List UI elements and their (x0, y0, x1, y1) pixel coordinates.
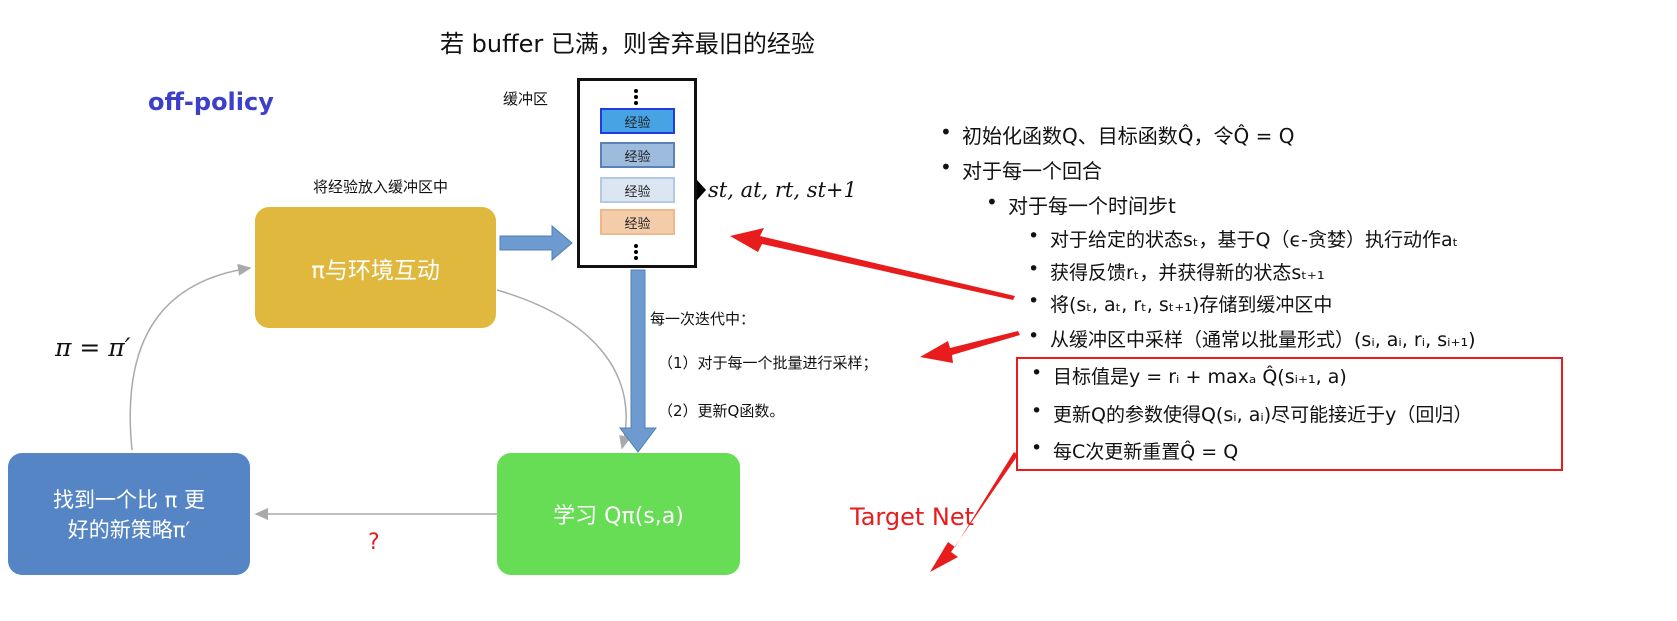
off-policy-label: off-policy (148, 88, 274, 116)
algo-line: 对于给定的状态sₜ，基于Q（ϵ-贪婪）执行动作aₜ (1028, 225, 1458, 252)
interact-with-env-box: π与环境互动 (255, 207, 496, 328)
find-box-line-1: 找到一个比 π 更 (53, 488, 205, 512)
find-box-line-2: 好的新策略π′ (67, 518, 191, 542)
ellipsis-icon (634, 87, 640, 107)
find-better-policy-box: 找到一个比 π 更 好的新策略π′ (8, 453, 250, 575)
algo-line: 将(sₜ, aₜ, rₜ, sₜ₊₁)存储到缓冲区中 (1028, 290, 1332, 317)
algo-line: 从缓冲区中采样（通常以批量形式）(sᵢ, aᵢ, rᵢ, sᵢ₊₁) (1028, 325, 1476, 352)
buffer-label: 缓冲区 (503, 90, 549, 108)
learn-q-box: 学习 Qπ(s,a) (497, 453, 740, 575)
curve-find-to-interact (129, 263, 252, 451)
buffer-item: 经验 (600, 142, 675, 168)
transition-tuple: st, at, rt, st+1 (708, 178, 857, 202)
iteration-header: 每一次迭代中： (650, 310, 756, 328)
put-into-buffer-label: 将经验放入缓冲区中 (313, 178, 449, 196)
buffer-item: 经验 (600, 209, 675, 235)
buffer-full-title: 若 buffer 已满，则舍弃最旧的经验 (440, 30, 815, 58)
algo-line: 对于每一个回合 (940, 155, 1102, 184)
policy-update-label: π = π′ (55, 333, 131, 362)
arrow-buffer-to-learn (619, 269, 657, 453)
algo-line: 每C次更新重置Q̂ = Q (1031, 437, 1238, 464)
iteration-step-2: （2）更新Q函数。 (658, 402, 785, 420)
buffer-item: 经验 (600, 177, 675, 203)
buffer-item: 经验 (600, 108, 675, 134)
algo-line: 目标值是y = rᵢ + maxₐ Q̂(sᵢ₊₁, a) (1031, 362, 1347, 389)
curve-interact-to-learn (496, 289, 631, 450)
arrow-interact-to-buffer (499, 224, 573, 262)
target-net-frame (1016, 357, 1563, 471)
red-arrow-store (730, 228, 1015, 300)
iteration-step-1: （1）对于每一个批量进行采样； (658, 354, 878, 372)
algo-line: 获得反馈rₜ，并获得新的状态sₜ₊₁ (1028, 258, 1325, 285)
algo-line: 初始化函数Q、目标函数Q̂，令Q̂ = Q (940, 120, 1294, 149)
algo-line: 更新Q的参数使得Q(sᵢ, aᵢ)尽可能接近于y（回归） (1031, 400, 1472, 427)
question-mark: ? (368, 530, 380, 555)
algo-line: 对于每一个时间步t (986, 190, 1176, 219)
red-arrow-sample (920, 331, 1020, 363)
ellipsis-icon (634, 242, 640, 262)
target-net-label: Target Net (850, 503, 975, 531)
red-arrow-target (930, 452, 1018, 572)
